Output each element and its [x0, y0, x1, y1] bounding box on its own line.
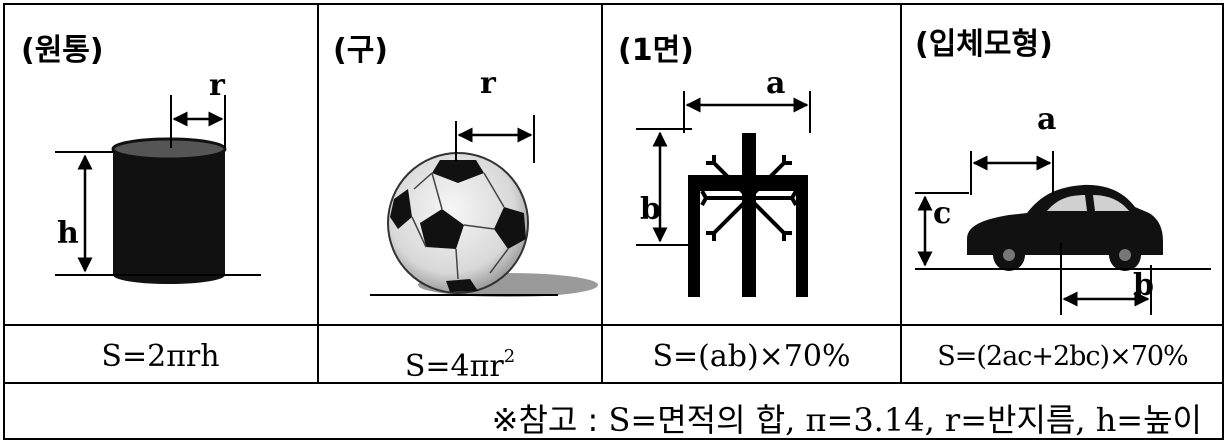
- note-prefix: ※참고 :: [491, 401, 609, 439]
- plane-illustration: a b: [636, 66, 811, 297]
- cylinder-illustration: h r: [55, 68, 261, 284]
- car-icon: [967, 184, 1163, 271]
- solid-a-label: a: [1037, 102, 1056, 137]
- cylinder-r-label: r: [209, 68, 226, 103]
- solid-model-formula: S=(2ac+2bc)×70%: [937, 341, 1188, 372]
- sphere-formula: S=4πr2: [318, 329, 602, 385]
- cylinder-formula: S=2πrh: [101, 339, 220, 374]
- sphere-illustration: r: [370, 66, 598, 297]
- plane-title: (1면): [618, 33, 694, 68]
- snowflake-icon: [700, 153, 798, 243]
- sphere-formula-base: S=4πr: [404, 349, 504, 384]
- plane-a-label: a: [766, 66, 785, 101]
- sphere-formula-exponent: 2: [503, 346, 516, 367]
- solid-c-label: c: [933, 196, 951, 231]
- solid-b-label: b: [1133, 268, 1154, 303]
- solid-model-title: (입체모형): [915, 27, 1053, 62]
- note-text: S=면적의 합, π=3.14, r=반지름, h=높이: [608, 401, 1202, 439]
- solid-model-illustration: a c b: [915, 102, 1211, 315]
- cylinder-h-label: h: [57, 216, 79, 251]
- reference-note: ※참고 : S=면적의 합, π=3.14, r=반지름, h=높이: [492, 395, 1202, 441]
- plane-b-label: b: [640, 192, 661, 227]
- surface-area-table: (원통) (구) (1면) (입체모형) h r: [3, 3, 1224, 440]
- cylinder-title: (원통): [21, 33, 104, 68]
- sphere-r-label: r: [480, 66, 497, 101]
- table-grid: [3, 3, 1224, 440]
- plane-formula: S=(ab)×70%: [652, 339, 851, 374]
- sphere-title: (구): [333, 33, 389, 68]
